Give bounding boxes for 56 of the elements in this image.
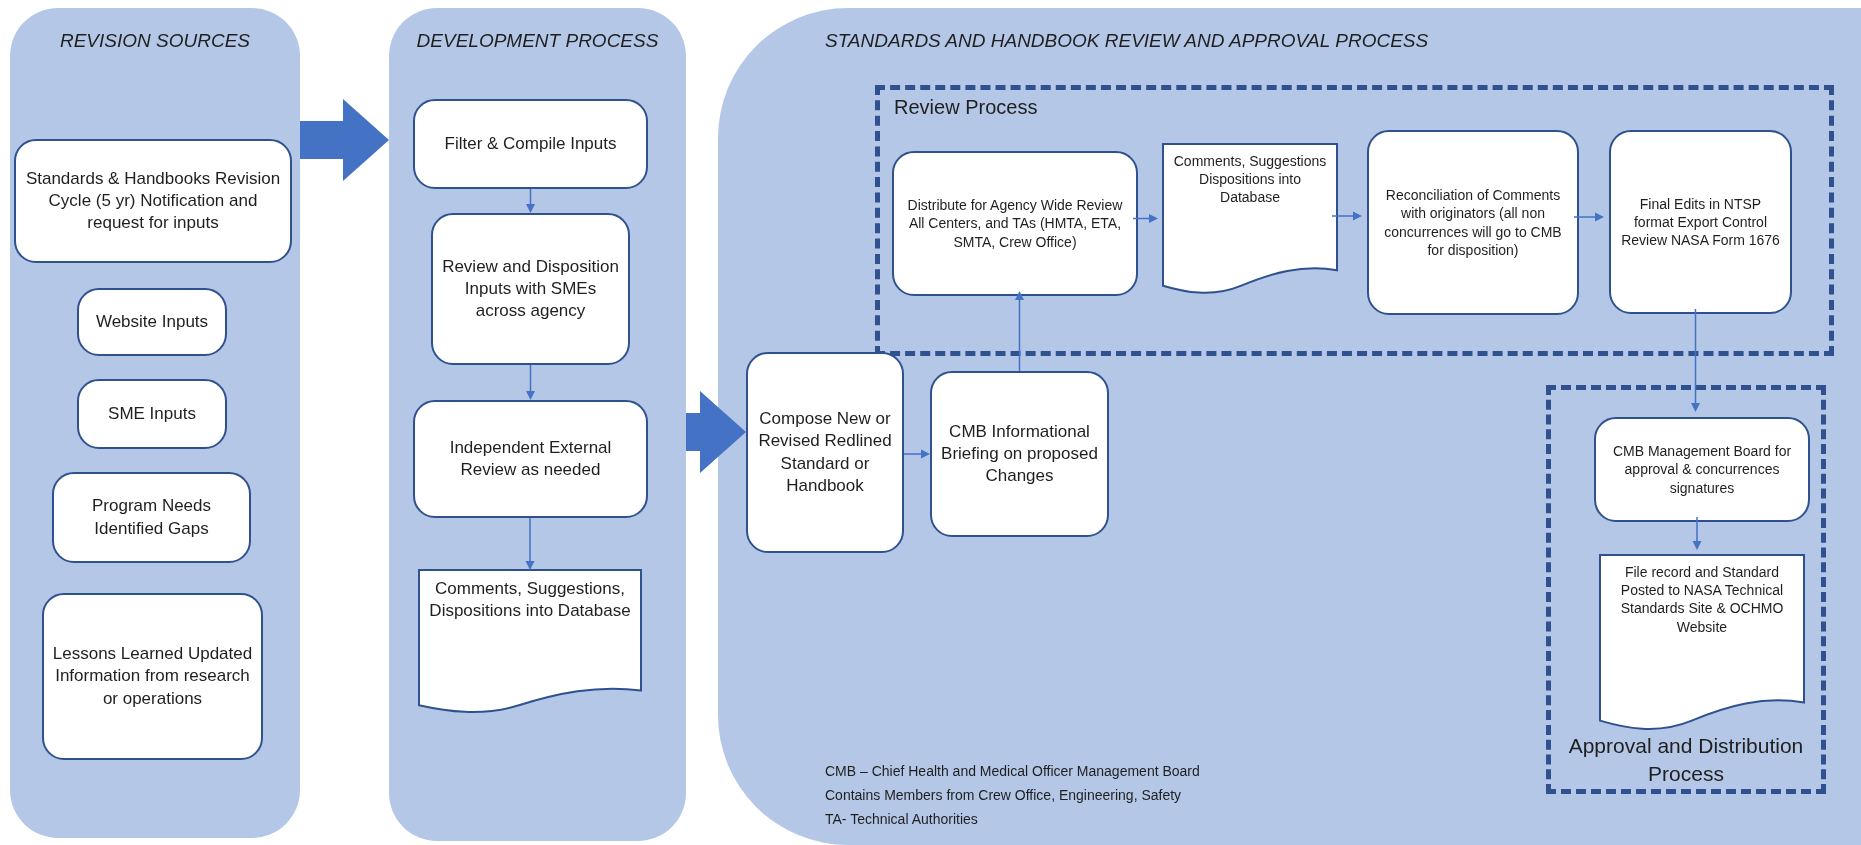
process-box — [413, 99, 648, 189]
box-text: Website Inputs — [95, 310, 209, 333]
arrow — [1331, 211, 1362, 221]
box-text: Filter & Compile Inputs — [444, 132, 617, 155]
block-arrow — [686, 391, 746, 473]
group-heading: Approval and Distribution Process — [1567, 733, 1805, 787]
box-text: Review and Disposition Inputs with SMEs across agency — [441, 255, 620, 323]
box-text: CMB Informational Briefing on proposed Changes — [940, 420, 1099, 488]
box-text: File record and Standard Posted to NASA Technical Standards Site & OCHMO Website — [1619, 563, 1785, 636]
lane-panel — [10, 8, 300, 838]
box-text: CMB Management Board for approval & concurrences signatures — [1611, 442, 1793, 497]
footnote-text: TA- Technical Authorities — [825, 811, 978, 827]
box-text: Compose New or Revised Redlined Standard or Handbook — [757, 408, 893, 497]
lane-heading: REVISION SOURCES — [58, 30, 251, 52]
process-box — [746, 352, 904, 553]
box-text: Lessons Learned Updated Information from research or operations — [52, 643, 253, 710]
box-text: Comments, Suggestions, Dispositions into Database — [429, 578, 631, 623]
arrow — [1015, 291, 1024, 372]
footnote-text: CMB – Chief Health and Medical Officer Management Board — [825, 763, 1200, 779]
dashed-group-box — [875, 85, 1834, 356]
arrow — [1573, 212, 1604, 222]
box-text: Distribute for Agency Wide Review All Centers, and TAs (HMTA, ETA, SMTA, Crew Office) — [906, 196, 1124, 251]
arrow — [1691, 308, 1700, 412]
arrow — [1132, 214, 1158, 223]
box-text: Comments, Suggestions Dispositions into Database — [1173, 152, 1327, 207]
process-box — [431, 213, 630, 365]
group-heading: Review Process — [894, 96, 1038, 119]
process-box — [413, 400, 648, 518]
box-text: Reconciliation of Comments with originators (all non concurrences will go to CMB for disposition) — [1383, 186, 1563, 259]
process-box — [52, 472, 251, 563]
process-box — [77, 288, 227, 356]
lane-panel — [389, 8, 686, 841]
block-arrow — [300, 99, 389, 181]
process-box — [1609, 130, 1792, 314]
box-text: Standards & Handbooks Revision Cycle (5 yr) Notification and request for inputs — [24, 167, 282, 235]
box-text: Independent External Review as needed — [448, 436, 613, 481]
arrow — [1692, 516, 1702, 550]
arrow — [526, 188, 535, 213]
box-text: Final Edits in NTSP format Export Control Review NASA Form 1676 — [1620, 194, 1781, 250]
process-box — [930, 371, 1109, 537]
arrow — [526, 364, 535, 400]
dashed-group-box — [1546, 385, 1826, 794]
process-box — [42, 593, 263, 760]
lane-heading: DEVELOPMENT PROCESS — [415, 30, 660, 52]
footnote-text: Contains Members from Crew Office, Engineering, Safety — [825, 787, 1182, 803]
process-box — [77, 379, 227, 449]
lane-heading: STANDARDS AND HANDBOOK REVIEW AND APPROVAL PROCESS — [825, 30, 1429, 52]
process-box — [1594, 417, 1810, 522]
arrow — [903, 449, 930, 459]
box-text: SME Inputs — [108, 402, 196, 425]
arrow — [525, 517, 535, 570]
box-text: Program Needs Identified Gaps — [90, 495, 213, 540]
process-box — [1367, 130, 1579, 315]
lane-panel — [718, 8, 1861, 845]
process-box — [14, 139, 292, 263]
process-box — [892, 151, 1138, 296]
